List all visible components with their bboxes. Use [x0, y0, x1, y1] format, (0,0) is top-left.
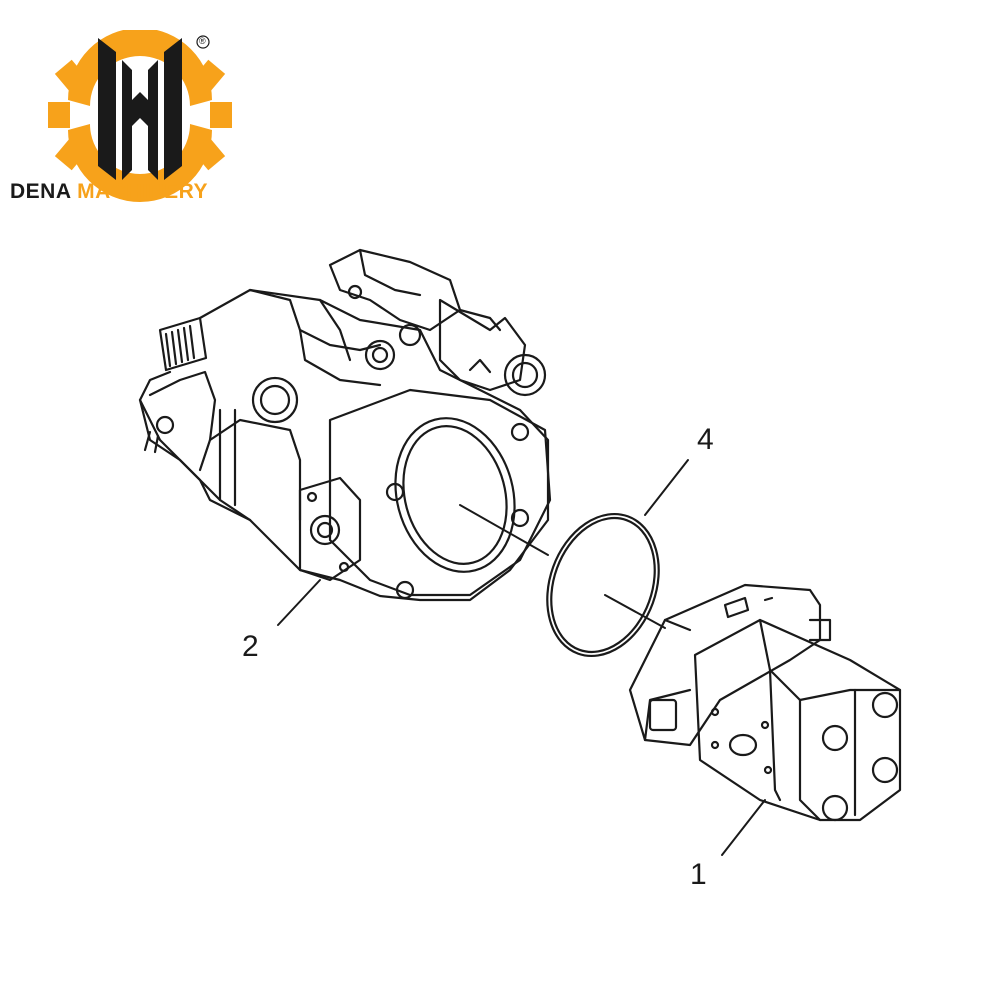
callout-1: 1	[690, 858, 707, 891]
o-ring-drawing	[546, 512, 666, 658]
brand-name-part2: MACHINERY	[77, 180, 208, 203]
piston-pump-drawing	[138, 248, 552, 602]
leader-line-2	[277, 579, 321, 626]
callout-2: 2	[242, 630, 259, 663]
leader-line-4	[644, 459, 689, 516]
leader-line-1	[721, 799, 766, 856]
registered-mark: ®	[199, 36, 206, 46]
gear-h-logo-icon	[48, 30, 232, 202]
gear-pump-drawing	[628, 583, 902, 822]
brand-name: DENA MACHINERY	[10, 180, 208, 204]
brand-name-part1: DENA	[10, 180, 71, 203]
callout-4: 4	[697, 423, 714, 456]
